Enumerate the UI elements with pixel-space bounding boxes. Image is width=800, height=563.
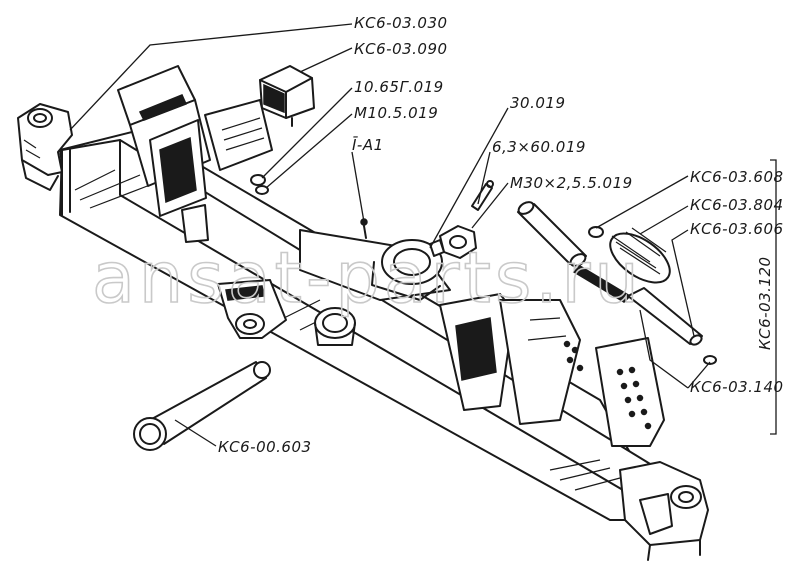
exploded-pin	[627, 287, 717, 365]
left-upper-bracket	[117, 65, 273, 243]
label-kc6-03-804: КС6-03.804	[690, 196, 784, 214]
rubber-buffer-block	[259, 65, 315, 127]
central-pivot-hub	[299, 229, 451, 346]
label-10-65g-019: 10.65Г.019	[354, 78, 444, 96]
label-m30x2-5-019: М30×2,5.5.019	[510, 174, 633, 192]
label-30-019: 30.019	[510, 94, 566, 112]
label-kc6-03-120: КС6-03.120	[756, 256, 774, 350]
perforated-plate	[595, 337, 665, 447]
label-kc6-00-603: КС6-00.603	[218, 438, 312, 456]
leader-lines	[69, 23, 777, 447]
long-pivot-pin	[133, 361, 271, 451]
label-kc6-03-090: КС6-03.090	[354, 40, 448, 58]
right-mid-bracket	[439, 293, 584, 425]
label-6-3x60-019: 6,3×60.019	[492, 138, 586, 156]
label-i-a1: Ī-А1	[352, 136, 384, 154]
label-m10-5-019: М10.5.019	[354, 104, 438, 122]
right-end-bracket	[619, 461, 709, 561]
exploded-bushing	[517, 201, 632, 303]
label-kc6-03-606: КС6-03.606	[690, 220, 784, 238]
left-lower-lug	[217, 279, 287, 339]
small-bolt-washer	[250, 174, 269, 195]
label-kc6-03-608: КС6-03.608	[690, 168, 784, 186]
castle-nut	[429, 225, 477, 259]
part-labels: КС6-03.030 КС6-03.090 10.65Г.019 М10.5.0…	[218, 14, 784, 456]
exploded-spring	[588, 226, 671, 284]
label-kc6-03-140: КС6-03.140	[690, 378, 784, 396]
watermark-text: ansat-parts.ru	[92, 237, 643, 319]
left-end-bracket	[17, 103, 73, 191]
label-kc6-03-030: КС6-03.030	[354, 14, 448, 32]
